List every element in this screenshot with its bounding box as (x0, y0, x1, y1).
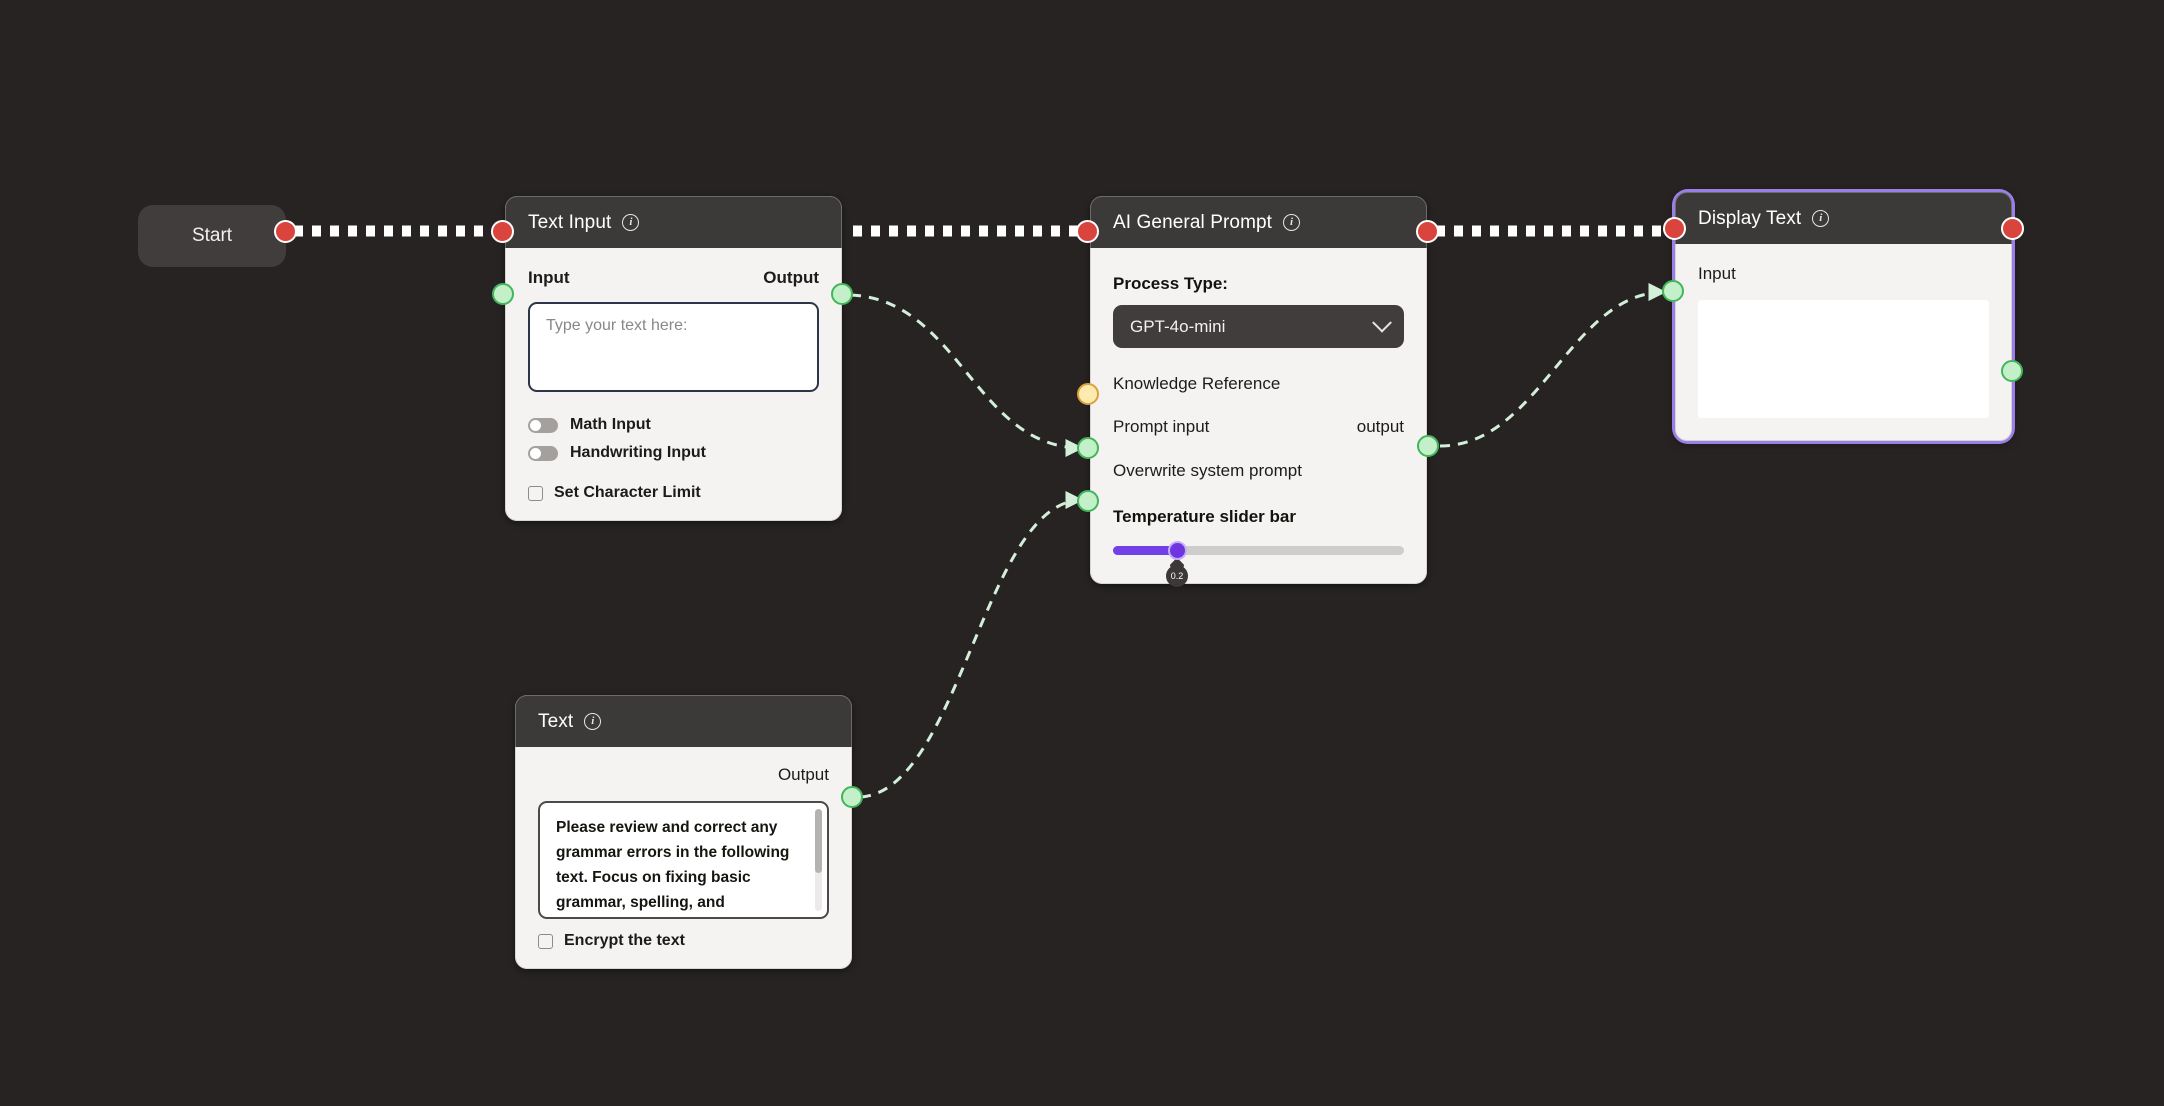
display-text-top-left-port[interactable] (1663, 217, 1686, 240)
math-input-toggle[interactable] (528, 417, 558, 433)
prompt-input-label: Prompt input (1113, 417, 1210, 436)
ai-prompt-output-label: output (1356, 417, 1404, 436)
edge-ai-output-to-display-input (1439, 283, 1667, 448)
temperature-slider[interactable]: 0.2 (1113, 541, 1404, 587)
text-node-scrollbar-thumb[interactable] (815, 809, 822, 873)
text-node-output-label: Output (777, 765, 829, 784)
start-node-label: Start (191, 225, 233, 246)
ai-prompt-title: AI General Prompt (1113, 211, 1273, 233)
display-text-output-port[interactable] (2001, 360, 2023, 382)
ai-prompt-header[interactable]: AI General Prompt i (1090, 196, 1427, 248)
display-text-input-label: Input (1698, 264, 1736, 283)
temperature-value-badge: 0.2 (1166, 565, 1189, 587)
edge-text-to-overwrite-prompt (860, 491, 1084, 799)
display-text-header[interactable]: Display Text i (1675, 192, 2012, 244)
node-text[interactable]: Text i Output Please review and correct … (515, 695, 852, 969)
temperature-slider-track[interactable] (1113, 546, 1404, 555)
encrypt-text-label: Encrypt the text (564, 932, 685, 949)
handwriting-input-toggle-row[interactable]: Handwriting Input (528, 444, 819, 462)
text-input-top-port[interactable] (491, 220, 514, 243)
temperature-slider-knob[interactable] (1168, 541, 1188, 560)
temperature-slider-fill (1113, 546, 1178, 555)
prompt-input-port[interactable] (1077, 437, 1099, 459)
ai-prompt-output-port[interactable] (1417, 435, 1439, 457)
display-text-title: Display Text (1698, 207, 1802, 229)
model-select[interactable]: GPT-4o-mini (1113, 305, 1404, 348)
set-character-limit-label: Set Character Limit (554, 484, 701, 501)
text-node-body: Output Please review and correct any gra… (515, 747, 852, 969)
encrypt-text-row[interactable]: Encrypt the text (538, 932, 829, 950)
display-text-body: Input (1675, 244, 2012, 441)
info-icon[interactable]: i (584, 713, 602, 730)
text-node-title: Text (538, 710, 574, 732)
display-text-output-area[interactable] (1698, 300, 1989, 418)
knowledge-reference-port[interactable] (1077, 383, 1099, 405)
text-input-output-port[interactable] (831, 283, 853, 305)
text-input-input-port[interactable] (492, 283, 514, 305)
set-character-limit-row[interactable]: Set Character Limit (528, 484, 819, 502)
text-input-output-label: Output (763, 268, 819, 287)
text-input-input-label: Input (528, 268, 570, 287)
chevron-down-icon (1372, 312, 1392, 333)
start-output-port[interactable] (274, 220, 297, 243)
text-node-content: Please review and correct any grammar er… (556, 819, 790, 912)
overwrite-system-prompt-label: Overwrite system prompt (1113, 461, 1302, 480)
text-input-io-row: Input Output (528, 268, 819, 288)
node-display-text[interactable]: Display Text i Input (1675, 192, 2012, 441)
model-select-value: GPT-4o-mini (1130, 316, 1226, 336)
ai-prompt-top-right-port[interactable] (1416, 220, 1439, 243)
display-text-top-right-port[interactable] (2001, 217, 2024, 240)
display-text-input-port[interactable] (1662, 280, 1684, 302)
node-ai-general-prompt[interactable]: AI General Prompt i Process Type: GPT-4o… (1090, 196, 1427, 587)
node-text-input[interactable]: Text Input i Input Output Type your text… (505, 196, 842, 521)
info-icon[interactable]: i (1283, 214, 1301, 231)
math-input-toggle-row[interactable]: Math Input (528, 416, 819, 434)
set-character-limit-checkbox[interactable] (528, 485, 543, 501)
text-input-header[interactable]: Text Input i (505, 196, 842, 248)
handwriting-input-label: Handwriting Input (570, 444, 706, 461)
text-input-textarea[interactable]: Type your text here: (528, 302, 819, 392)
prompt-input-row: Prompt input output (1113, 417, 1404, 437)
ai-prompt-top-left-port[interactable] (1076, 220, 1099, 243)
encrypt-text-checkbox[interactable] (538, 933, 553, 949)
text-input-body: Input Output Type your text here: Math I… (505, 248, 842, 521)
overwrite-system-prompt-port[interactable] (1077, 490, 1099, 512)
temperature-label: Temperature slider bar (1113, 507, 1296, 526)
ai-prompt-body: Process Type: GPT-4o-mini Knowledge Refe… (1090, 248, 1427, 587)
info-icon[interactable]: i (622, 214, 640, 231)
text-input-title: Text Input (528, 211, 612, 233)
text-node-io-row: Output (538, 765, 829, 785)
edge-output-to-prompt-input (850, 293, 1084, 457)
handwriting-input-toggle[interactable] (528, 445, 558, 461)
text-node-textarea[interactable]: Please review and correct any grammar er… (538, 801, 829, 919)
text-node-header[interactable]: Text i (515, 695, 852, 747)
math-input-label: Math Input (570, 416, 651, 433)
info-icon[interactable]: i (1812, 210, 1830, 227)
start-node[interactable]: Start (138, 205, 286, 267)
knowledge-reference-label: Knowledge Reference (1113, 374, 1281, 393)
process-type-label: Process Type: (1113, 274, 1228, 293)
text-node-output-port[interactable] (841, 786, 863, 808)
